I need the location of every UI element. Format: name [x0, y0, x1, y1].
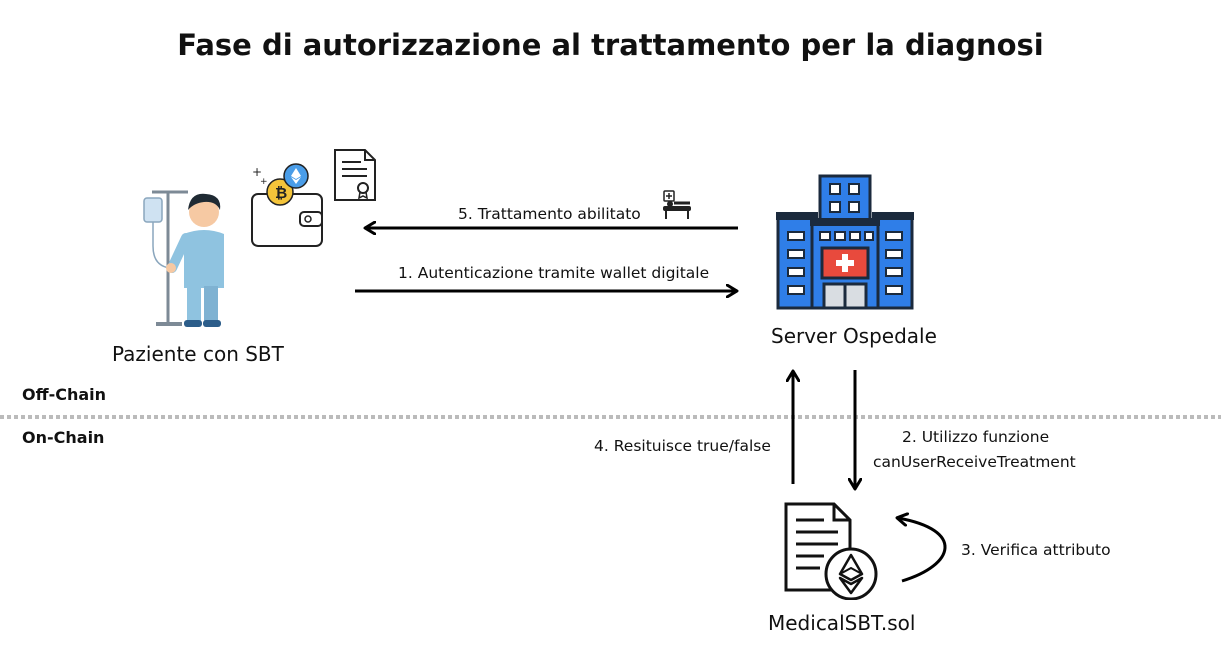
ethereum-document-icon — [784, 502, 878, 600]
certificate-icon — [334, 149, 376, 201]
svg-text:+: + — [252, 165, 262, 179]
server-label: Server Ospedale — [771, 324, 937, 348]
hospital-building-icon — [776, 174, 914, 310]
step4-label: 4. Resituisce true/false — [594, 437, 771, 455]
crypto-wallet-icon: + + ₿ — [251, 163, 323, 247]
patient-iv-icon — [143, 190, 224, 327]
contract-label: MedicalSBT.sol — [768, 611, 916, 635]
hospital-bed-icon — [663, 190, 691, 219]
svg-text:₿: ₿ — [275, 184, 287, 202]
step2-label-line2: canUserReceiveTreatment — [873, 453, 1076, 471]
svg-text:+: + — [260, 177, 268, 187]
arrow-step3 — [898, 518, 947, 583]
on-chain-label: On-Chain — [22, 428, 105, 447]
step3-label: 3. Verifica attributo — [961, 541, 1111, 559]
off-chain-label: Off-Chain — [22, 385, 107, 404]
patient-label: Paziente con SBT — [112, 342, 284, 366]
step1-label: 1. Autenticazione tramite wallet digital… — [398, 264, 710, 282]
step5-label: 5. Trattamento abilitato — [458, 205, 641, 223]
step2-label-line1: 2. Utilizzo funzione — [902, 428, 1050, 446]
page-title: Fase di autorizzazione al trattamento pe… — [177, 28, 1044, 62]
